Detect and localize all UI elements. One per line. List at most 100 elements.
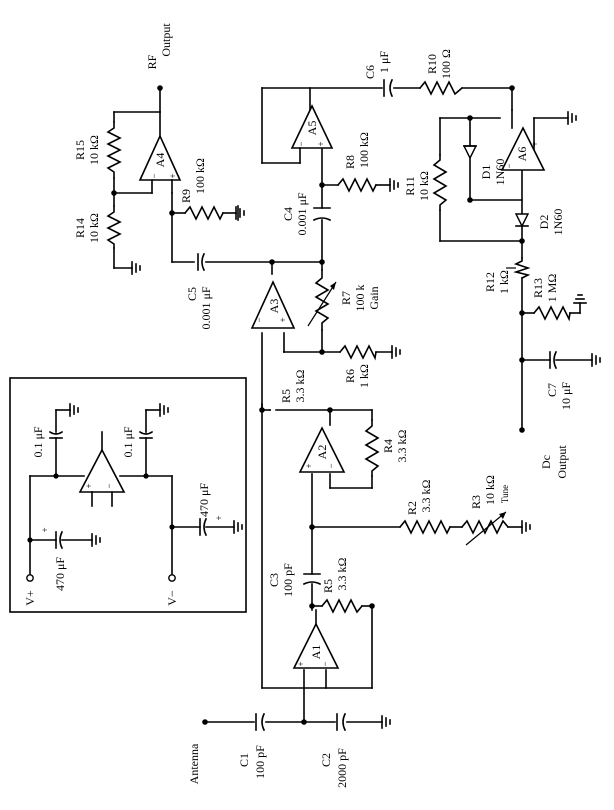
r3-value: 10 kΩ <box>483 475 497 505</box>
c1-capacitor <box>255 712 266 732</box>
a6-minus: − <box>504 163 514 168</box>
r3-potentiometer <box>460 519 510 535</box>
capacitors <box>197 78 558 732</box>
a5-label: A5 <box>305 121 319 136</box>
c4-value: 0.001 μF <box>295 192 309 235</box>
r10-label: R10 <box>425 54 439 74</box>
ps-opamp-minus: − <box>104 483 114 488</box>
r6-label: R6 <box>343 369 357 383</box>
a5-minus: − <box>296 141 306 146</box>
r10-resistor <box>418 80 464 96</box>
d1-value: 1N60 <box>493 159 507 186</box>
r14-label: R14 <box>73 218 87 238</box>
r6-resistor <box>338 344 377 361</box>
r15-resistor <box>106 121 122 179</box>
r5-feedback-value: 3.3 kΩ <box>335 557 349 590</box>
ground-icon <box>69 403 79 417</box>
c3-value: 100 pF <box>281 563 295 597</box>
a6-label: A6 <box>515 147 529 162</box>
op-amp-a3 <box>250 280 296 329</box>
ground-icon <box>591 353 601 367</box>
dc-output-label-line1: Dc <box>539 455 553 469</box>
d2-label: D2 <box>537 215 551 230</box>
op-amps <box>138 104 546 669</box>
r5-feedback-resistor <box>320 598 364 614</box>
c7-capacitor <box>549 350 558 370</box>
r2-value: 3.3 kΩ <box>419 479 433 512</box>
d1-label: D1 <box>479 165 493 180</box>
c1-value: 100 pF <box>253 745 267 779</box>
r9-value: 100 kΩ <box>193 158 207 194</box>
op-amp-a5 <box>290 104 334 164</box>
r14-resistor <box>106 205 122 249</box>
tune-label: Tune <box>500 485 510 503</box>
ground-icon <box>381 715 391 729</box>
r7-gain-label: Gain <box>367 286 381 309</box>
r4-value: 3.3 kΩ <box>395 429 409 462</box>
vminus-label: V− <box>165 590 179 606</box>
r8-value: 100 kΩ <box>357 132 371 168</box>
r8-label: R8 <box>343 155 357 169</box>
r2-label: R2 <box>405 501 419 515</box>
labels: RF Output R15 10 kΩ R14 10 kΩ A4 − + R9 … <box>23 23 573 788</box>
r13-label: R13 <box>531 278 545 298</box>
r7-potentiometer <box>314 269 330 331</box>
c7-label: C7 <box>545 383 559 397</box>
a2-minus: − <box>326 463 336 468</box>
d1-diode <box>462 145 478 160</box>
antenna-label: Antenna <box>187 743 201 784</box>
ground-icon <box>389 178 399 192</box>
rf-output-label-line1: RF <box>145 54 159 69</box>
junction-dots <box>111 85 525 725</box>
ground-icon <box>91 533 101 547</box>
op-amp-a4 <box>138 111 182 194</box>
r5-top-label: R5 <box>279 389 293 403</box>
rf-output-label-line2: Output <box>159 23 173 57</box>
r4-resistor <box>364 419 380 477</box>
a2-label: A2 <box>315 445 329 460</box>
a3-plus: + <box>278 317 288 322</box>
a1-minus: − <box>320 661 330 666</box>
ground-icon <box>235 206 245 220</box>
d2-diode <box>514 213 530 228</box>
c2-capacitor <box>336 712 347 732</box>
ps-cap-left-value: 470 μF <box>53 557 67 591</box>
wires <box>113 87 593 723</box>
r7-value: 100 k <box>353 285 367 312</box>
c1-label: C1 <box>237 753 251 767</box>
r7-label: R7 <box>339 291 353 305</box>
power-supply-inset <box>9 377 247 613</box>
r12-value: 1 kΩ <box>497 270 511 294</box>
r2-resistor <box>398 519 452 535</box>
ps-cap-left-plus: + <box>40 527 50 532</box>
c2-label: C2 <box>319 753 333 767</box>
r15-label: R15 <box>73 140 87 160</box>
diodes <box>462 145 530 228</box>
c6-label: C6 <box>363 65 377 79</box>
a3-label: A3 <box>267 299 281 314</box>
resistors <box>106 80 571 614</box>
r14-value: 10 kΩ <box>87 213 101 243</box>
c7-value: 10 μF <box>559 382 573 410</box>
c5-label: C5 <box>185 287 199 301</box>
c3-capacitor <box>302 573 322 586</box>
c2-value: 2000 pF <box>335 748 349 788</box>
c4-label: C4 <box>281 207 295 221</box>
ps-cap-top-left-value: 0.1 μF <box>31 426 45 457</box>
r11-resistor <box>432 154 448 211</box>
a4-plus: + <box>168 173 178 178</box>
vplus-terminal <box>26 574 34 582</box>
a1-label: A1 <box>309 645 323 660</box>
r13-value: 1 MΩ <box>545 274 559 303</box>
r11-label: R11 <box>403 176 417 196</box>
ground-icon <box>573 294 587 304</box>
dc-output-label-line2: Output <box>555 445 569 479</box>
ps-cap-right-value: 470 μF <box>197 483 211 517</box>
a2-plus: + <box>304 463 314 468</box>
a3-minus: − <box>254 317 264 322</box>
r9-label: R9 <box>179 189 193 203</box>
ground-symbols <box>131 111 601 729</box>
d2-value: 1N60 <box>551 209 565 236</box>
c3-label: C3 <box>267 573 281 587</box>
